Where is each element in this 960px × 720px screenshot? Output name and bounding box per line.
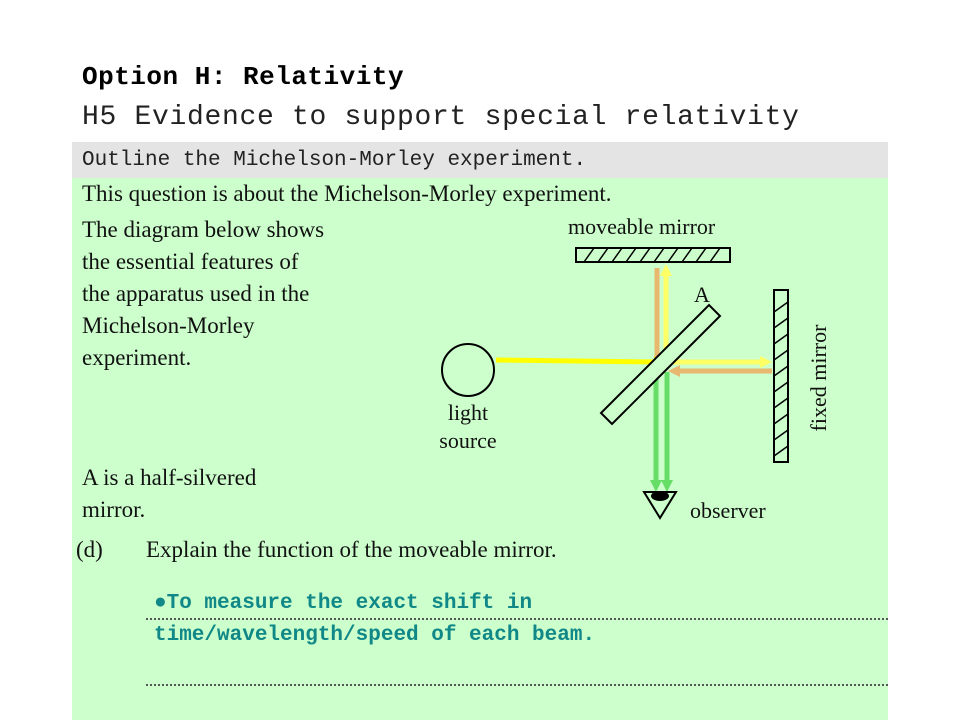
source-label: source bbox=[439, 428, 496, 453]
note-line-2: mirror. bbox=[82, 497, 146, 522]
apparatus-diagram: moveable mirror fixed mirror light sourc… bbox=[439, 214, 831, 523]
page-title: Option H: Relativity bbox=[82, 62, 405, 92]
desc-line-2: the essential features of bbox=[82, 249, 299, 274]
observer-label: observer bbox=[690, 498, 766, 523]
observer-beam-arrow-2 bbox=[661, 480, 673, 492]
observer-beam-arrow-1 bbox=[650, 480, 662, 492]
desc-line-1: The diagram below shows bbox=[82, 217, 325, 242]
mirror-a-label: A bbox=[694, 282, 710, 307]
answer-dotted-line-2 bbox=[146, 684, 888, 686]
eye-icon bbox=[642, 491, 678, 520]
fixed-beam-arrow bbox=[760, 356, 772, 368]
light-label: light bbox=[448, 400, 488, 425]
incoming-beam bbox=[495, 357, 661, 365]
desc-line-3: the apparatus used in the bbox=[82, 281, 310, 306]
light-source-circle bbox=[441, 343, 495, 397]
question-intro: This question is about the Michelson-Mor… bbox=[82, 181, 612, 206]
fixed-mirror-label: fixed mirror bbox=[806, 324, 831, 432]
half-silvered-mirror bbox=[599, 303, 722, 426]
answer-bullet: ● bbox=[154, 592, 167, 615]
moveable-mirror-label: moveable mirror bbox=[568, 214, 716, 239]
question-panel: This question is about the Michelson-Mor… bbox=[72, 178, 888, 720]
part-label: (d) bbox=[76, 537, 103, 562]
answer-dotted-line-1 bbox=[146, 618, 888, 620]
answer-line-1: ●To measure the exact shift in bbox=[154, 588, 595, 620]
return-beam-arrow bbox=[668, 365, 680, 377]
page-subtitle: H5 Evidence to support special relativit… bbox=[82, 102, 800, 133]
answer-text: ●To measure the exact shift in time/wave… bbox=[154, 588, 595, 652]
desc-line-5: experiment. bbox=[82, 345, 192, 370]
part-text: Explain the function of the moveable mir… bbox=[146, 537, 557, 562]
answer-line-1-text: To measure the exact shift in bbox=[166, 592, 533, 615]
answer-line-2: time/wavelength/speed of each beam. bbox=[154, 624, 596, 647]
outline-text: Outline the Michelson-Morley experiment. bbox=[82, 149, 587, 172]
moveable-mirror bbox=[575, 247, 731, 263]
outline-bar: Outline the Michelson-Morley experiment. bbox=[72, 142, 888, 178]
moveable-beam-arrow bbox=[660, 264, 672, 276]
desc-line-4: Michelson-Morley bbox=[82, 313, 255, 338]
note-line-1: A is a half-silvered bbox=[82, 465, 257, 490]
fixed-mirror bbox=[773, 289, 789, 463]
